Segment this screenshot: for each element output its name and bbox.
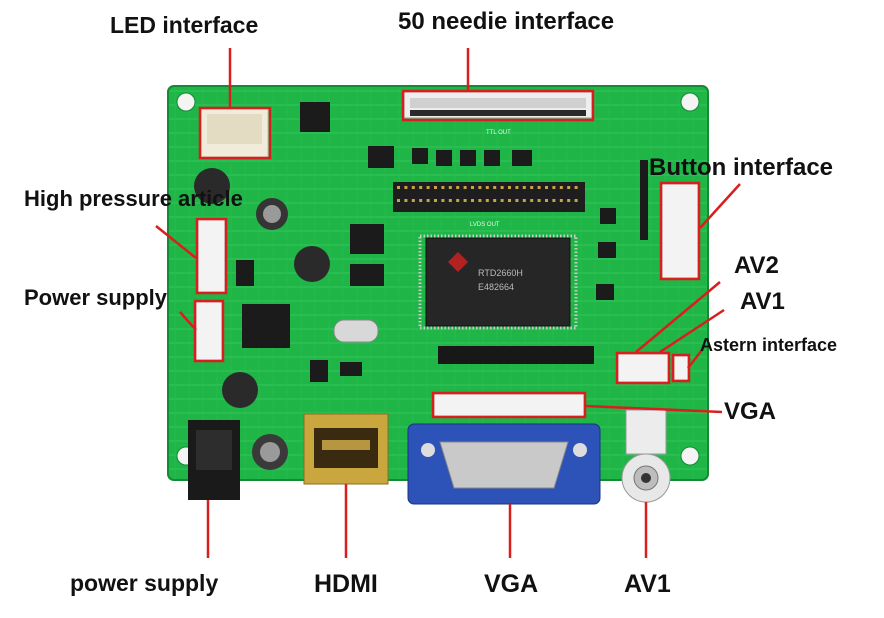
callout-vga-right-line [585,404,723,414]
label-astern-interface: Astern interface [700,335,838,355]
header-pin [552,186,556,189]
callout-high-pressure-box [195,217,228,295]
vga-header-connector [433,393,585,417]
callout-vga-right-box [431,391,587,419]
header-pin [545,199,548,202]
header-pin [419,199,423,202]
label-button-interface: Button interface [649,154,834,181]
header-pin [567,186,571,189]
header-pin [515,186,519,189]
callout-needle-box [401,89,595,122]
header-pin [500,199,504,202]
header-pin [559,199,563,202]
header-pin [426,199,430,202]
header-pin [411,186,415,189]
callout-astern-box [671,353,691,383]
label-led-interface: LED interface [110,12,259,38]
header-pin [397,186,400,189]
header-pin [574,199,578,202]
callout-av-box [615,351,671,385]
header-pin [426,186,430,189]
header-pin [508,186,511,189]
header-pin [522,186,526,189]
header-pin [545,186,548,189]
header-pin [478,186,482,189]
header-pin [508,199,511,202]
av-connectors [617,353,689,383]
header-pin [485,186,489,189]
power-connector-side [195,301,223,361]
header-pin [463,186,467,189]
header-pin [537,199,541,202]
header-pin [537,186,541,189]
header-pin [478,199,482,202]
label-av2: AV2 [734,252,779,279]
crystal [333,319,379,343]
label-high-pressure: High pressure article [24,186,243,211]
header-pin [419,186,423,189]
header-pin [552,199,556,202]
header-pin [448,199,452,202]
label-power-supply-bottom: power supply [70,570,219,596]
callout-av2-line [635,281,721,353]
header-pin [485,199,489,202]
chip-text-1: RTD2660H [478,268,523,278]
header-pin [493,199,497,202]
header-pin [567,199,571,202]
callout-button-line [699,183,741,229]
header-pin [530,199,534,202]
callouts [155,48,741,558]
label-av1-top: AV1 [740,288,785,315]
header-pin [515,199,519,202]
label-needle-interface: 50 needie interface [398,8,615,35]
chip-text-2: E482664 [478,282,514,292]
main-chip [418,234,578,330]
header-pin [522,199,526,202]
header-pin [411,199,415,202]
label-hdmi: HDMI [314,570,378,598]
callout-button-box [659,181,701,281]
dc-jack [188,420,240,500]
header-pin [456,199,460,202]
header-pin [530,186,534,189]
ribbon-connector-50pin [403,91,593,119]
header-pin [448,186,452,189]
small-components [236,102,648,382]
header-pin [493,186,497,189]
led-connector [200,108,269,158]
header-pin [574,186,578,189]
hdmi-port [303,413,389,485]
vga-port [407,423,601,505]
header-pin [559,186,563,189]
header-pin [471,199,474,202]
callout-astern-line [687,349,703,369]
label-vga-bottom: VGA [484,570,539,598]
header-pin [441,186,445,189]
header-pin [500,186,504,189]
callout-power-side-box [193,299,225,363]
header-pin [471,186,474,189]
callout-led-box [198,106,272,160]
header-pin [404,199,408,202]
ttl-out-label: TTL OUT [486,130,511,136]
header-pin [434,186,437,189]
header-pin [441,199,445,202]
rca-jack [621,409,671,503]
capacitors [194,168,330,470]
label-power-supply-left: Power supply [24,285,168,310]
label-av1-bottom: AV1 [624,570,671,598]
lvds-out-label: LVDS OUT [470,222,500,228]
button-connector [661,183,699,279]
header-pin [397,199,400,202]
callout-high-pressure-line [155,225,197,259]
label-vga-right: VGA [724,398,777,425]
header-pin [434,199,437,202]
high-pressure-connector [197,219,226,293]
header-pin [456,186,460,189]
callout-power-side-line [179,311,197,331]
callout-av1-top-line [659,308,725,354]
header-pin [463,199,467,202]
header-pin [404,186,408,189]
